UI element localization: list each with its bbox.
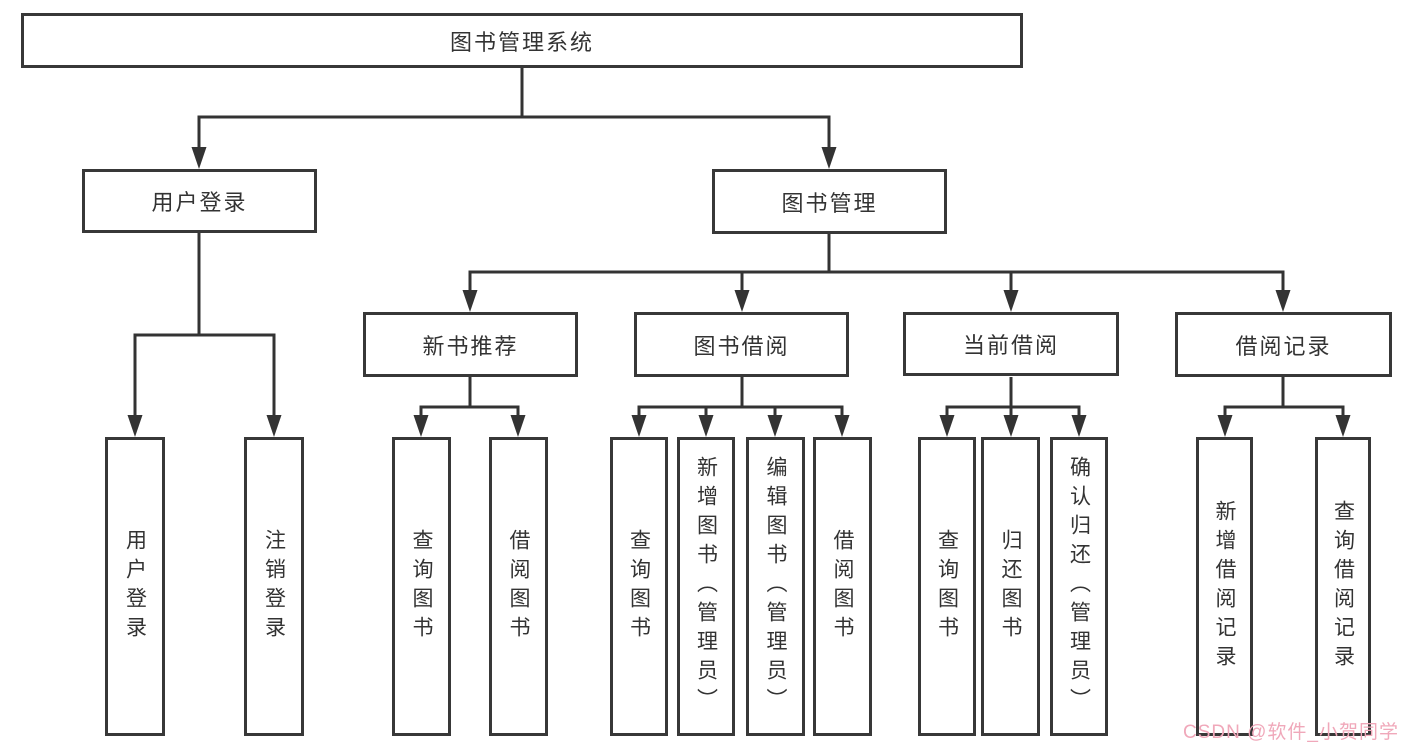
node-user-login: 用户登录: [82, 169, 317, 233]
leaf-nb-query-books: 查询图书: [392, 437, 451, 736]
leaf-bb-borrow-books: 借阅图书: [813, 437, 872, 736]
leaf-bb-borrow-books-label: 借阅图书: [831, 528, 854, 645]
leaf-logout-label: 注销登录: [262, 528, 286, 645]
leaf-logout: 注销登录: [244, 437, 304, 736]
node-book-management: 图书管理: [712, 169, 947, 234]
leaf-cb-return-books-label: 归还图书: [999, 528, 1022, 645]
leaf-bb-edit-books-admin-label: 编辑图书（管理员）: [764, 456, 787, 717]
leaf-cb-query-books-label: 查询图书: [935, 528, 959, 645]
node-book-borrowing: 图书借阅: [634, 312, 849, 377]
leaf-bb-query-books-label: 查询图书: [627, 528, 651, 645]
node-root-system: 图书管理系统: [21, 13, 1023, 68]
leaf-cb-query-books: 查询图书: [918, 437, 976, 736]
node-current-borrowing: 当前借阅: [903, 312, 1119, 376]
leaf-cb-confirm-return-admin-label: 确认归还（管理员）: [1067, 456, 1091, 717]
node-new-book-recommend: 新书推荐: [363, 312, 578, 377]
csdn-watermark: CSDN @软件_小贺同学: [1183, 722, 1399, 743]
leaf-nb-borrow-books-label: 借阅图书: [507, 528, 530, 645]
leaf-user-login: 用户登录: [105, 437, 165, 736]
leaf-user-login-label: 用户登录: [123, 528, 147, 645]
leaf-bb-add-books-admin-label: 新增图书（管理员）: [694, 456, 718, 717]
leaf-bb-edit-books-admin: 编辑图书（管理员）: [746, 437, 805, 736]
leaf-br-add-record: 新增借阅记录: [1196, 437, 1253, 736]
leaf-nb-query-books-label: 查询图书: [410, 528, 433, 645]
leaf-nb-borrow-books: 借阅图书: [489, 437, 548, 736]
node-borrowing-records: 借阅记录: [1175, 312, 1392, 377]
leaf-bb-add-books-admin: 新增图书（管理员）: [677, 437, 735, 736]
leaf-br-query-record-label: 查询借阅记录: [1331, 499, 1355, 674]
leaf-br-query-record: 查询借阅记录: [1315, 437, 1371, 736]
leaf-cb-confirm-return-admin: 确认归还（管理员）: [1050, 437, 1108, 736]
leaf-cb-return-books: 归还图书: [981, 437, 1040, 736]
leaf-br-add-record-label: 新增借阅记录: [1213, 499, 1236, 674]
leaf-bb-query-books: 查询图书: [610, 437, 668, 736]
